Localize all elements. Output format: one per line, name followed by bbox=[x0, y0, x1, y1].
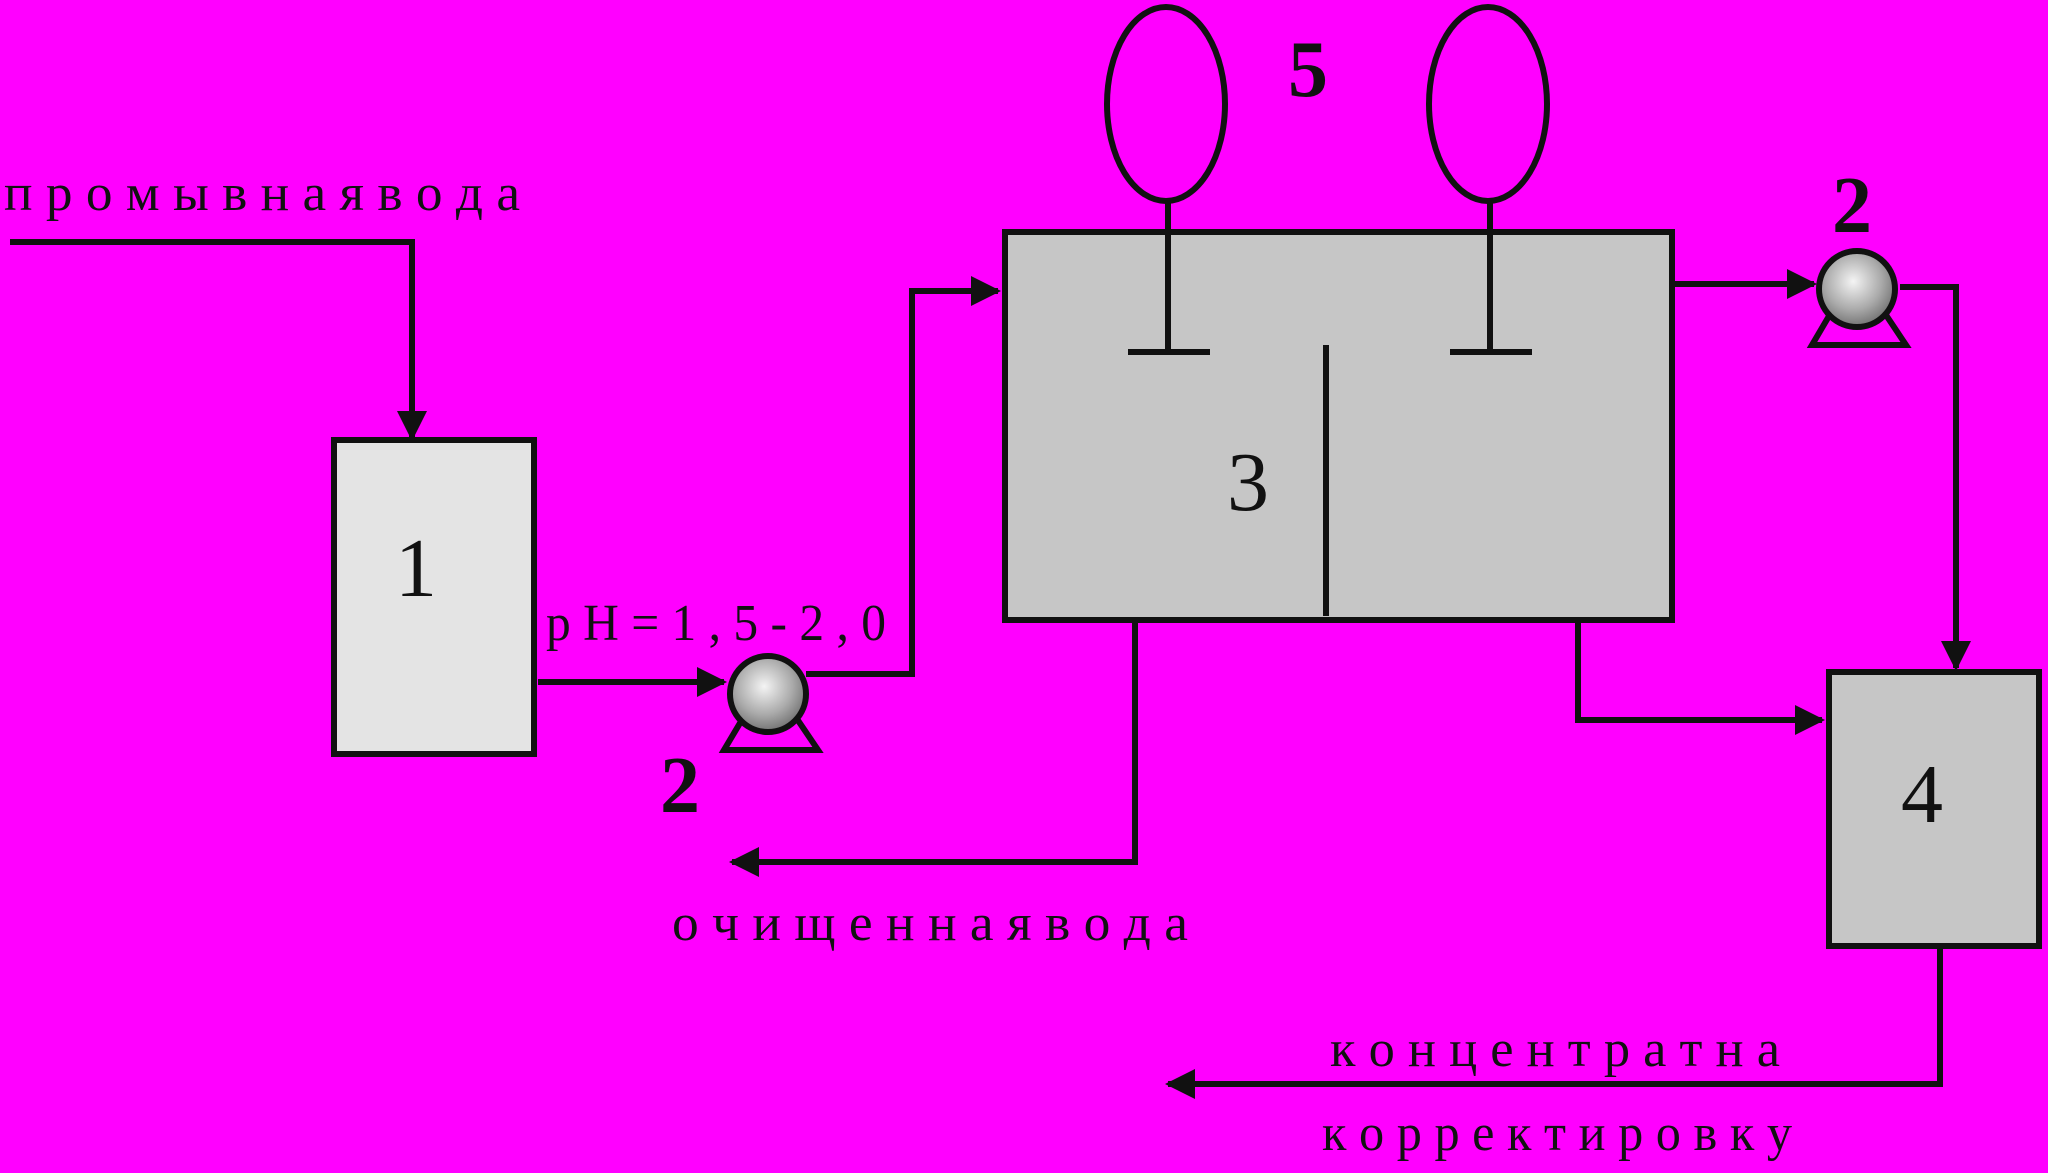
flow-cell-to-purified bbox=[729, 622, 1138, 877]
tank-1-number: 1 bbox=[395, 522, 437, 615]
electrode-right bbox=[1426, 4, 1550, 355]
pump-right bbox=[1806, 248, 1912, 348]
pump-left-number: 2 bbox=[660, 742, 700, 830]
label-inlet-wash-water: п р о м ы в н а я в о д а bbox=[4, 165, 520, 222]
tank-4 bbox=[1826, 669, 2042, 949]
label-purified-water: о ч и щ е н н а я в о д а bbox=[672, 895, 1188, 952]
flow-pump-right-to-tank4 bbox=[1900, 284, 1971, 671]
flow-inlet-to-tank1 bbox=[10, 239, 427, 441]
electrodes-number: 5 bbox=[1288, 26, 1328, 114]
label-ph-range: р Н = 1 , 5 - 2 , 0 bbox=[546, 595, 886, 652]
cell-3 bbox=[1002, 229, 1675, 623]
label-concentrate-line1: к о н ц е н т р а т н а bbox=[1330, 1021, 1780, 1078]
electrode-left bbox=[1104, 4, 1228, 355]
label-concentrate-line2: к о р р е к т и р о в к у bbox=[1322, 1105, 1792, 1162]
flow-tank4-to-concentrate bbox=[1165, 948, 1943, 1099]
cell-3-number: 3 bbox=[1227, 436, 1269, 529]
tank-4-number: 4 bbox=[1901, 748, 1943, 841]
pump-left bbox=[718, 653, 824, 753]
flow-pump-to-cell bbox=[806, 276, 1001, 677]
flow-cell-to-tank4 bbox=[1575, 622, 1825, 735]
tank-1 bbox=[331, 437, 537, 757]
pump-right-number: 2 bbox=[1832, 162, 1872, 250]
